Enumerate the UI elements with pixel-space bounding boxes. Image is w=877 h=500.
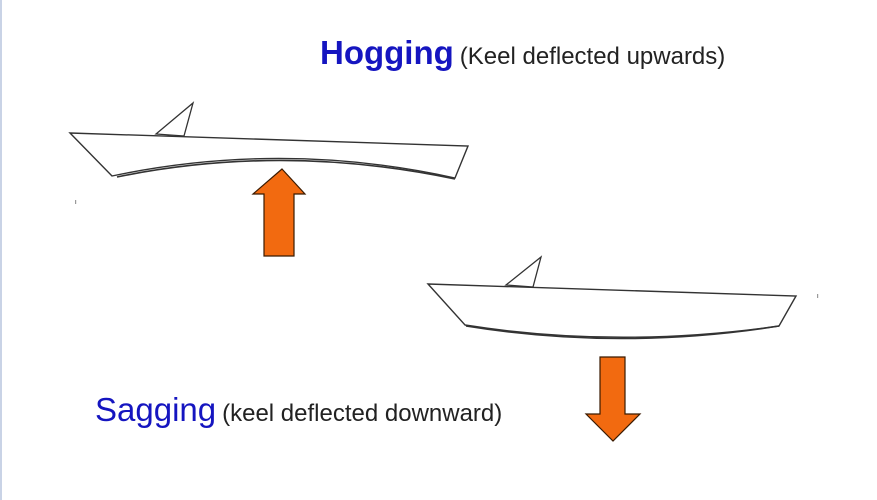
sagging-description: (keel deflected downward) <box>222 400 503 427</box>
stray-mark-left <box>75 200 77 204</box>
hogging-sail <box>154 101 195 137</box>
hogging-hull <box>68 101 470 180</box>
sagging-sail <box>504 255 543 288</box>
hogging-caption: Hogging(Keel deflected upwards) <box>320 36 725 69</box>
sagging-hull-keel <box>465 325 780 340</box>
arrow-up-icon <box>251 168 307 257</box>
sagging-hull <box>426 255 798 340</box>
hogging-term: Hogging <box>320 34 454 71</box>
sagging-caption: Sagging(keel deflected downward) <box>95 393 502 426</box>
slide-left-border <box>0 0 2 500</box>
hogging-hull-outline <box>68 132 470 179</box>
hogging-hull-keel <box>116 159 456 180</box>
arrow-down-icon <box>584 356 642 442</box>
sagging-term: Sagging <box>95 391 217 428</box>
stray-mark-right <box>817 294 819 298</box>
hogging-description: (Keel deflected upwards) <box>459 43 726 70</box>
